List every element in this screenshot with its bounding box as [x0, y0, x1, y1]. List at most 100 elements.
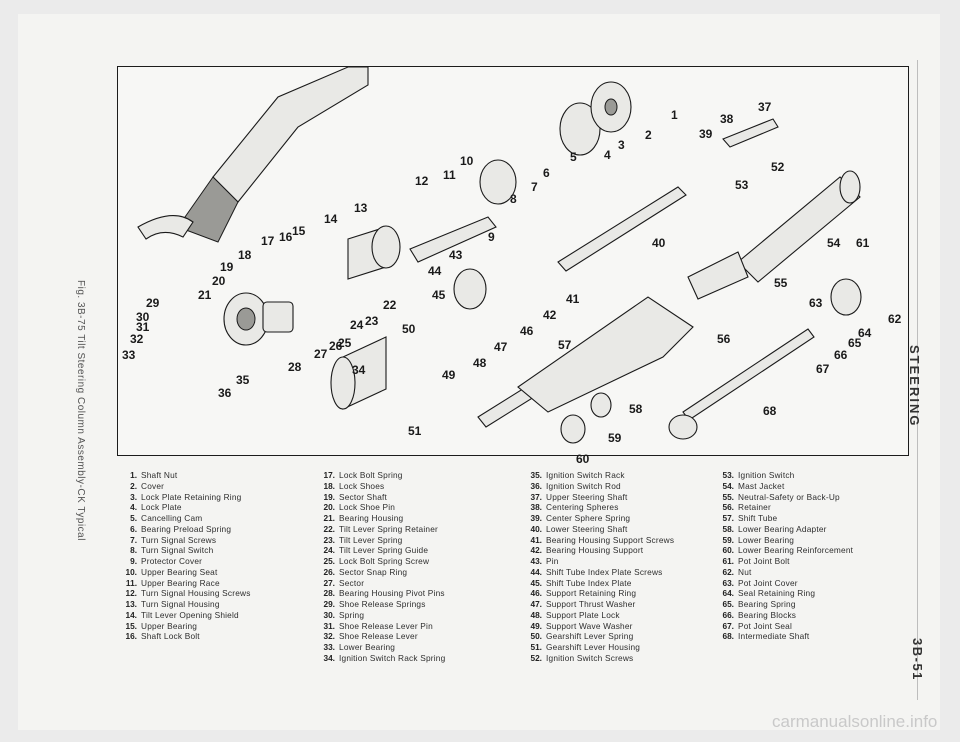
- legend-number: 37.: [530, 491, 542, 502]
- legend-number: 27.: [323, 577, 335, 588]
- legend-label: Intermediate Shaft: [738, 631, 810, 642]
- legend-number: 44.: [530, 566, 542, 577]
- legend-item: 51.Gearshift Lever Housing: [520, 642, 674, 653]
- legend-label: Support Retaining Ring: [546, 588, 637, 599]
- legend-item: 36.Ignition Switch Rod: [520, 481, 674, 492]
- legend-item: 5.Cancelling Cam: [115, 513, 251, 524]
- legend-item: 60.Lower Bearing Reinforcement: [712, 545, 853, 556]
- legend-number: 18.: [323, 480, 335, 491]
- legend-number: 41.: [530, 534, 542, 545]
- callout-35: 35: [236, 373, 250, 387]
- callout-23: 23: [365, 314, 379, 328]
- exploded-diagram-drawing: 1234567891011121314151617181920212223242…: [122, 66, 902, 466]
- callout-39: 39: [699, 127, 713, 141]
- page-number: 3B-51: [910, 638, 925, 681]
- legend-item: 24.Tilt Lever Spring Guide: [313, 545, 445, 556]
- legend-item: 21.Bearing Housing: [313, 513, 445, 524]
- legend-item: 46.Support Retaining Ring: [520, 588, 674, 599]
- legend-item: 57.Shift Tube: [712, 513, 853, 524]
- legend-number: 19.: [323, 491, 335, 502]
- callout-36: 36: [218, 386, 232, 400]
- legend-item: 44.Shift Tube Index Plate Screws: [520, 567, 674, 578]
- legend-label: Ignition Switch Rod: [546, 480, 621, 491]
- callout-40: 40: [652, 236, 666, 250]
- legend-number: 35.: [530, 470, 542, 480]
- legend-item: 12. Turn Signal Housing Screws: [115, 588, 251, 599]
- legend-item: 2.Cover: [115, 481, 251, 492]
- legend-label: Lock Shoe Pin: [339, 502, 396, 513]
- legend-item: 66.Bearing Blocks: [712, 610, 853, 621]
- callout-17: 17: [261, 234, 275, 248]
- legend-label: Turn Signal Housing Screws: [141, 588, 251, 599]
- legend-label: Sector Snap Ring: [339, 566, 408, 577]
- legend-item: 59.Lower Bearing: [712, 535, 853, 546]
- legend-item: 13.Turn Signal Housing: [115, 599, 251, 610]
- callout-59: 59: [608, 431, 622, 445]
- legend-item: 41.Bearing Housing Support Screws: [520, 535, 674, 546]
- callout-15: 15: [292, 224, 306, 238]
- callout-51: 51: [408, 424, 422, 438]
- legend-item: 20.Lock Shoe Pin: [313, 502, 445, 513]
- legend-label: Lock Plate Retaining Ring: [141, 491, 242, 502]
- legend-number: 14.: [125, 609, 137, 620]
- legend-label: Sector Shaft: [339, 491, 388, 502]
- legend-item: 55.Neutral-Safety or Back-Up: [712, 492, 853, 503]
- callout-20: 20: [212, 274, 226, 288]
- legend-number: 3.: [130, 491, 137, 502]
- legend-label: Bearing Housing: [339, 513, 404, 523]
- legend-number: 12.: [125, 588, 137, 599]
- legend-number: 22.: [323, 523, 335, 534]
- legend-number: 8.: [130, 545, 137, 556]
- callout-43: 43: [449, 248, 463, 262]
- callout-7: 7: [531, 180, 538, 194]
- section-header: STEERING: [907, 345, 922, 428]
- legend-label: Pot Joint Cover: [738, 577, 798, 588]
- legend-number: 28.: [323, 588, 335, 599]
- legend-number: 57.: [722, 513, 734, 523]
- callout-42: 42: [543, 308, 557, 322]
- legend-item: 54.Mast Jacket: [712, 481, 853, 492]
- legend-item: 16.Shaft Lock Bolt: [115, 631, 251, 642]
- callout-60: 60: [576, 452, 590, 466]
- watermark: carmanualsonline.info: [772, 712, 938, 731]
- legend-number: 47.: [530, 599, 542, 609]
- legend-item: 34.Ignition Switch Rack Spring: [313, 653, 445, 664]
- legend-item: 45.Shift Tube Index Plate: [520, 578, 674, 589]
- legend-number: 13.: [125, 599, 137, 609]
- callout-6: 6: [543, 166, 550, 180]
- legend-item: 68.Intermediate Shaft: [712, 631, 853, 642]
- legend-item: 4.Lock Plate: [115, 502, 251, 513]
- legend-item: 30.Spring: [313, 610, 445, 621]
- legend-label: Upper Bearing: [141, 620, 198, 631]
- callout-1: 1: [671, 108, 678, 122]
- legend-number: 67.: [722, 620, 734, 631]
- legend-label: Support Thrust Washer: [546, 599, 636, 609]
- callout-54: 54: [827, 236, 841, 250]
- legend-label: Ignition Switch Screws: [546, 652, 634, 663]
- legend-number: 66.: [722, 609, 734, 620]
- legend-number: 33.: [323, 642, 335, 652]
- legend-label: Protector Cover: [141, 556, 203, 566]
- legend-label: Shaft Nut: [141, 470, 178, 480]
- legend-item: 38.Centering Spheres: [520, 502, 674, 513]
- legend-item: 61.Pot Joint Bolt: [712, 556, 853, 567]
- legend-item: 62.Nut: [712, 567, 853, 578]
- callout-58: 58: [629, 402, 643, 416]
- callout-22: 22: [383, 298, 397, 312]
- legend-label: Centering Spheres: [546, 502, 619, 513]
- legend-number: 56.: [722, 502, 734, 513]
- legend-number: 59.: [722, 534, 734, 545]
- legend-label: Support Plate Lock: [546, 609, 620, 620]
- legend-number: 53.: [722, 470, 734, 480]
- legend-item: 22.Tilt Lever Spring Retainer: [313, 524, 445, 535]
- legend-label: Bearing Spring: [738, 599, 796, 609]
- legend-number: 62.: [722, 566, 734, 577]
- callout-48: 48: [473, 356, 487, 370]
- legend-number: 15.: [125, 620, 137, 631]
- legend-label: Seal Retaining Ring: [738, 588, 816, 599]
- callout-52: 52: [771, 160, 785, 174]
- legend-label: Upper Bearing Race: [141, 577, 220, 588]
- callout-64: 64: [858, 326, 872, 340]
